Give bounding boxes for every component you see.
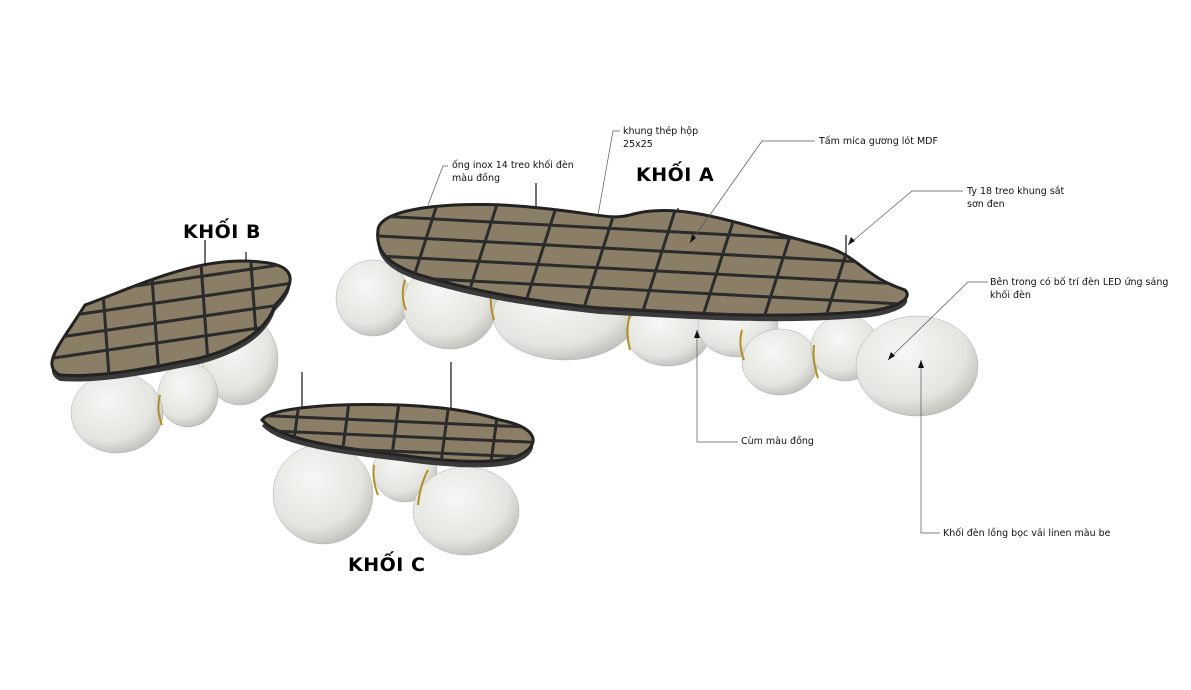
- label-led-line2: khối đèn: [990, 290, 1031, 301]
- block-c-panel: [260, 403, 535, 468]
- title-block-a: KHỐI A: [636, 164, 715, 186]
- label-frame-line1: khung thép hộp: [623, 126, 699, 137]
- leader-lines: [427, 130, 988, 534]
- block-b-panel: [50, 259, 292, 382]
- label-rod-line2: sơn đen: [967, 199, 1005, 210]
- title-block-c: KHỐI C: [348, 554, 426, 576]
- brass-clamps: [157, 279, 819, 506]
- label-pipe-line1: ống inox 14 treo khối đèn: [452, 160, 574, 171]
- label-lamp: Khối đèn lồng bọc vải linen màu be: [943, 528, 1111, 539]
- label-rod-line1: Ty 18 treo khung sắt: [967, 186, 1065, 197]
- label-led: Bên trong có bố trí đèn LED ứng sáng khố…: [990, 276, 1168, 302]
- label-led-line1: Bên trong có bố trí đèn LED ứng sáng: [990, 277, 1169, 288]
- block-a-panel: [376, 202, 909, 322]
- label-frame: khung thép hộp 25x25: [623, 125, 698, 151]
- label-frame-line2: 25x25: [623, 139, 653, 150]
- label-pipe-line2: màu đồng: [452, 173, 501, 184]
- label-rod: Ty 18 treo khung sắt sơn đen: [967, 185, 1064, 211]
- label-clamp: Cùm màu đồng: [741, 436, 814, 447]
- label-mica: Tấm mica gương lót MDF: [819, 136, 938, 147]
- label-pipe: ống inox 14 treo khối đèn màu đồng: [452, 159, 574, 185]
- title-block-b: KHỐI B: [183, 221, 261, 243]
- arrowheads: [690, 234, 924, 368]
